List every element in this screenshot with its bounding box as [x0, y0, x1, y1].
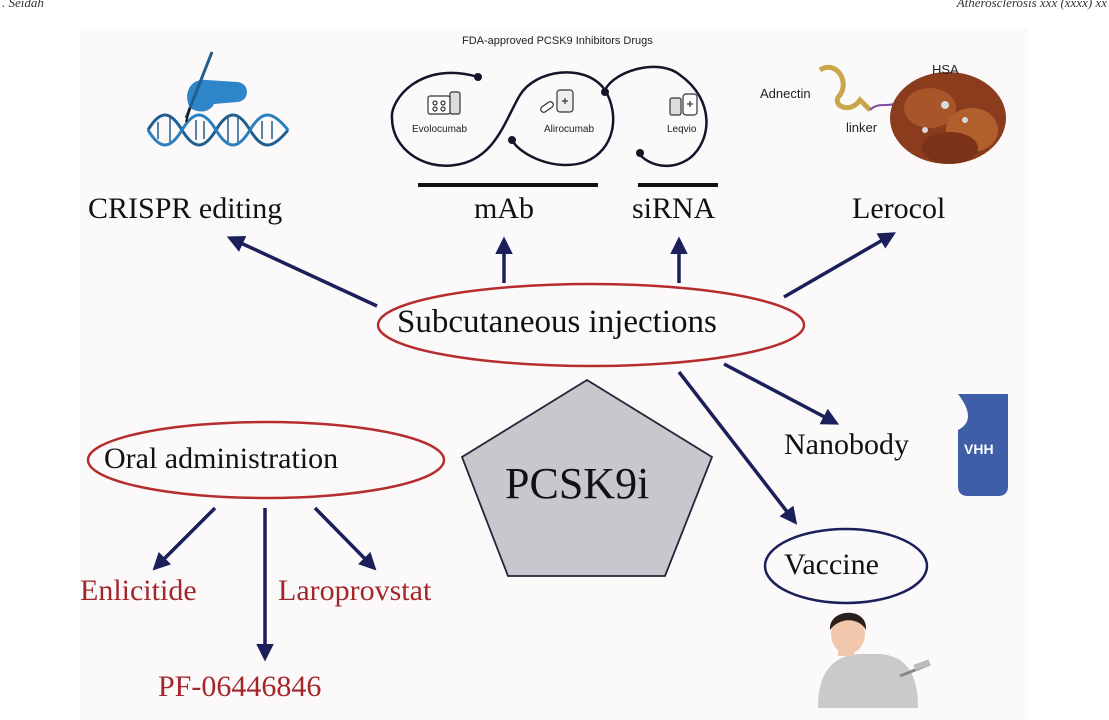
laroprovstat-label: Laroprovstat — [278, 574, 432, 607]
vhh-label: VHH — [964, 441, 994, 457]
hub-ellipse — [376, 282, 806, 368]
leqvio-icon — [669, 93, 698, 116]
lerocol-label: Lerocol — [852, 192, 946, 225]
sirna-label: siRNA — [632, 192, 716, 225]
pf-label: PF-06446846 — [158, 670, 322, 703]
vhh-icon — [958, 394, 1008, 496]
vaccinated-person-illustration — [818, 612, 931, 708]
center-label: PCSK9i — [505, 459, 650, 508]
header-author: . Seidah — [2, 0, 44, 10]
hand-pen-icon — [184, 51, 247, 123]
hsa-label: HSA — [932, 62, 959, 77]
loop-dots — [474, 73, 644, 157]
hub-label: Subcutaneous injections — [397, 304, 717, 340]
oral-ellipse — [86, 420, 446, 500]
drug-loop — [390, 65, 708, 168]
arrow-vaccine — [677, 370, 798, 525]
arrow-enlicitide — [152, 506, 217, 571]
arrow-crispr — [226, 235, 378, 308]
center-pentagon — [460, 378, 714, 577]
arrow-nanobody — [723, 362, 840, 425]
protein-illustration — [818, 65, 1006, 164]
adnectin-label: Adnectin — [760, 86, 811, 101]
arrow-lerocol — [783, 232, 897, 299]
dna-icon — [146, 113, 290, 147]
header-journal: Atherosclerosis xxx (xxxx) xx — [956, 0, 1107, 10]
fda-title: FDA-approved PCSK9 Inhibitors Drugs — [462, 35, 653, 47]
oral-label: Oral administration — [104, 442, 339, 475]
arrow-laroprovstat — [313, 506, 377, 571]
vaccine-ellipse — [763, 527, 929, 605]
vaccine-label: Vaccine — [784, 548, 879, 581]
enlicitide-label: Enlicitide — [80, 574, 197, 607]
hub-arrows — [226, 232, 897, 525]
drug-label-alirocumab: Alirocumab — [544, 124, 595, 135]
oral-arrows — [152, 506, 377, 662]
drug-label-evolocumab: Evolocumab — [412, 124, 468, 135]
mab-label: mAb — [474, 192, 534, 225]
evolocumab-icon — [427, 91, 461, 115]
crispr-label: CRISPR editing — [88, 192, 283, 225]
drug-label-leqvio: Leqvio — [667, 124, 697, 135]
nanobody-label: Nanobody — [784, 428, 909, 461]
alirocumab-icon — [540, 89, 574, 113]
linker-label: linker — [846, 120, 878, 135]
